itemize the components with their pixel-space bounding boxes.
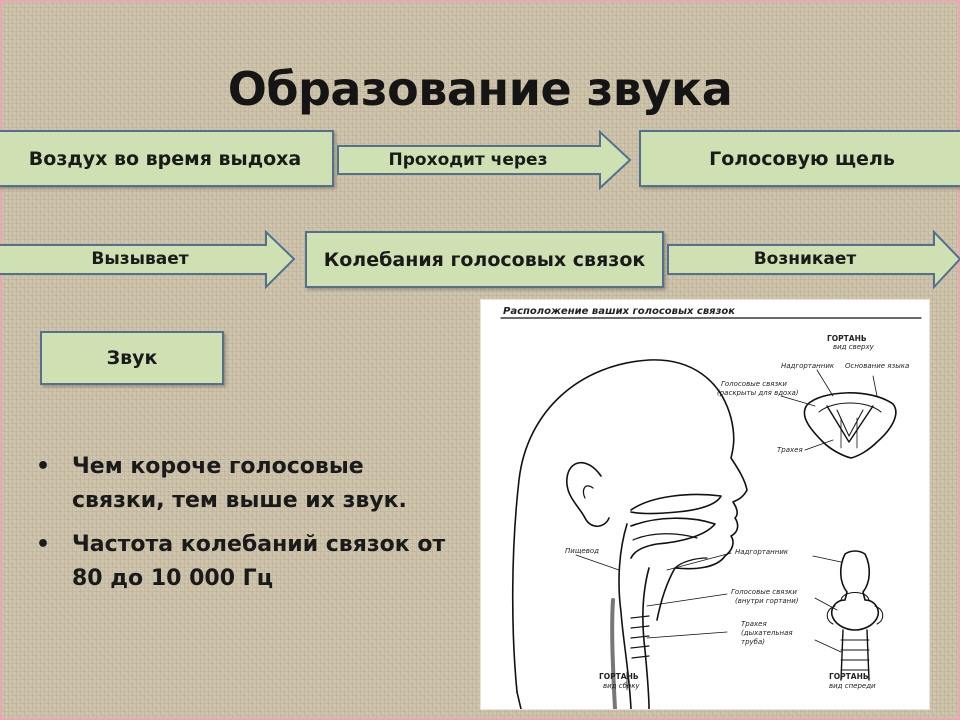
label-epiglottis-side: Надгортанник (735, 548, 789, 556)
label-larynx-top-sub: вид сверху (833, 343, 874, 351)
diagram-caption: Расположение ваших голосовых связок (503, 306, 736, 317)
vocal-cords-diagram: Расположение ваших голосовых связок (481, 300, 929, 709)
flow-box-glottis-label: Голосовую щель (709, 147, 895, 170)
esophagus-outline (610, 598, 617, 709)
flow-box-exhaled-air: Воздух во время выдоха (0, 130, 334, 187)
flow-arrow-passes-through (337, 130, 632, 190)
slide-title: Образование звука (227, 62, 733, 116)
pharynx-outline (618, 523, 632, 709)
ear-outline (566, 461, 610, 528)
label-trachea-top: Трахея (777, 446, 803, 454)
label-trachea-side-sub2: труба) (741, 638, 766, 646)
bullet-list: • Чем короче голосовые связки, тем выше … (36, 450, 456, 606)
bullet-item: • Чем короче голосовые связки, тем выше … (36, 450, 456, 518)
flow-box-vocal-cord-vibration: Колебания голосовых связок (305, 231, 664, 288)
label-vocal-cords-open-sub: (раскрыты для вдоха) (717, 389, 799, 397)
diagram-drawing (500, 317, 922, 709)
bullet-item: • Частота колебаний связок от 80 до 10 0… (36, 528, 456, 596)
flow-box-sound: Звук (40, 331, 224, 385)
flow-arrow-causes-label: Вызывает (91, 249, 189, 269)
label-esophagus: Пищевод (565, 547, 599, 555)
bullet-text: Частота колебаний связок от 80 до 10 000… (72, 532, 446, 591)
label-larynx-top: ГОРТАНЬ (827, 334, 867, 343)
flow-arrow-passes-through-label: Проходит через (388, 150, 548, 170)
bullet-dot: • (36, 532, 51, 557)
flow-arrow-causes (0, 230, 296, 290)
bullet-dot: • (36, 454, 51, 479)
tongue-outline (630, 517, 716, 559)
label-vocal-cords-inside-sub: (внутри гортани) (735, 597, 799, 605)
flow-box-glottis: Голосовую щель (639, 130, 960, 187)
flow-box-exhaled-air-label: Воздух во время выдоха (28, 147, 302, 170)
bullet-text: Чем короче голосовые связки, тем выше их… (72, 454, 407, 513)
flow-box-sound-label: Звук (106, 347, 158, 369)
nasal-cavity (630, 493, 722, 515)
label-tongue-base: Основание языка (845, 362, 910, 370)
head-profile-outline (511, 359, 748, 693)
flow-box-vocal-cord-vibration-label: Колебания голосовых связок (323, 248, 646, 271)
label-larynx-side: ГОРТАНЬ (599, 672, 639, 681)
label-trachea-side: Трахея (741, 620, 767, 628)
larynx-top-view (803, 392, 897, 459)
label-vocal-cords-inside: Голосовые связки (731, 588, 797, 596)
flow-arrow-arises (667, 230, 960, 290)
label-larynx-side-sub: вид сбоку (603, 682, 640, 690)
label-epiglottis-top: Надгортанник (781, 362, 835, 370)
label-larynx-front-sub: вид спереди (829, 682, 876, 690)
larynx-front-view (830, 550, 880, 631)
label-larynx-front: ГОРТАНЬ (829, 672, 869, 681)
flow-arrow-arises-label: Возникает (753, 249, 857, 269)
neck-back-outline (516, 691, 522, 709)
label-vocal-cords-open: Голосовые связки (721, 380, 787, 388)
label-trachea-side-sub1: (дыхательная (741, 629, 793, 637)
